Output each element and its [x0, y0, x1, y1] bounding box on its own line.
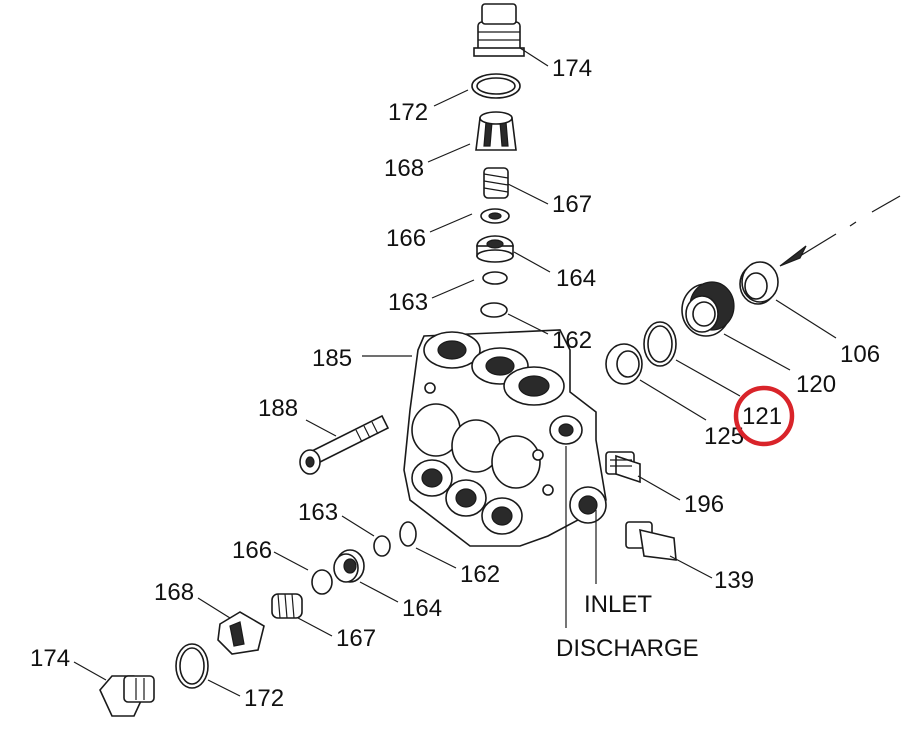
part-162-bottom	[399, 521, 417, 547]
label-120: 120	[796, 371, 836, 398]
label-172-top: 172	[388, 99, 428, 126]
label-164-top: 164	[556, 265, 596, 292]
label-168-top: 168	[384, 155, 424, 182]
part-167-spring-bottom	[271, 593, 303, 619]
label-167-top: 167	[552, 191, 592, 218]
highlight-circle-121	[733, 385, 795, 447]
part-164-bottom	[333, 549, 365, 583]
part-196-plug	[605, 451, 641, 484]
part-125-seal	[605, 343, 643, 385]
label-106: 106	[840, 341, 880, 368]
part-168-top	[475, 111, 517, 151]
part-164-top	[476, 235, 514, 263]
label-121: 121	[742, 403, 782, 430]
label-162-bottom: 162	[460, 561, 500, 588]
part-185-manifold	[403, 329, 607, 547]
part-167-spring-top	[483, 167, 509, 199]
part-162-top	[480, 302, 508, 318]
label-196: 196	[684, 491, 724, 518]
label-163-top: 163	[388, 289, 428, 316]
part-174-bottom	[99, 675, 155, 717]
label-167-bottom: 167	[336, 625, 376, 652]
label-166-bottom: 166	[232, 537, 272, 564]
label-inlet: INLET	[584, 591, 652, 618]
label-188: 188	[258, 395, 298, 422]
part-163-top	[482, 271, 508, 285]
part-172-oring-bottom-inner	[179, 647, 205, 685]
label-185: 185	[312, 345, 352, 372]
part-188-bolt	[299, 414, 390, 475]
label-discharge: DISCHARGE	[556, 635, 699, 662]
plunger-axis-arrow	[779, 195, 901, 267]
part-172-oring-top-inner	[476, 77, 516, 95]
part-163-bottom	[373, 535, 391, 557]
label-174-top: 174	[552, 55, 592, 82]
label-164-bottom: 164	[402, 595, 442, 622]
label-172-bottom: 172	[244, 685, 284, 712]
part-120-retainer	[681, 281, 735, 337]
part-106-seal	[739, 261, 779, 305]
label-174-bottom: 174	[30, 645, 70, 672]
part-139-plug	[625, 521, 677, 561]
part-166-bottom	[311, 569, 333, 595]
label-166-top: 166	[386, 225, 426, 252]
label-168-bottom: 168	[154, 579, 194, 606]
label-139: 139	[714, 567, 754, 594]
part-168-bottom	[217, 611, 265, 655]
label-162-top: 162	[552, 327, 592, 354]
part-121-oring	[643, 321, 677, 367]
label-163-bottom: 163	[298, 499, 338, 526]
part-174-top	[473, 3, 525, 57]
